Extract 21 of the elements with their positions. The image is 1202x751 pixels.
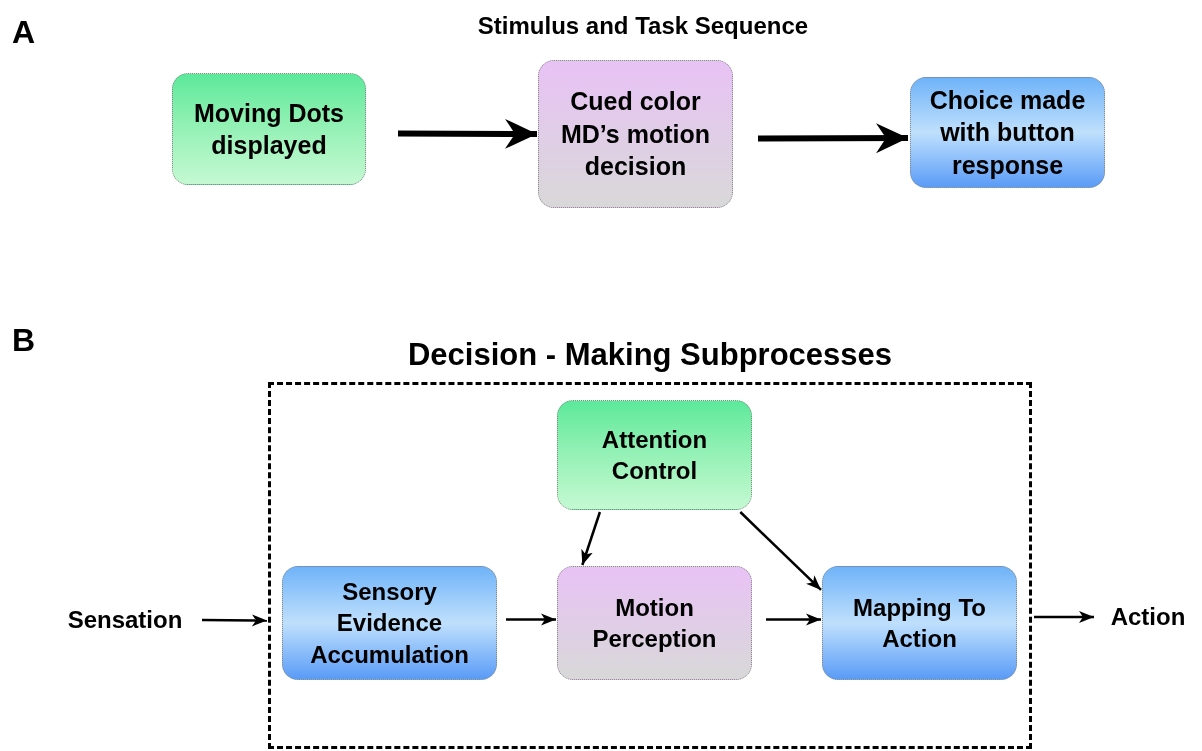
arrow: [202, 614, 267, 627]
panel-letter: A: [12, 13, 36, 52]
arrow: [398, 118, 537, 149]
panel-letter: B: [12, 321, 36, 360]
process-box: Sensory Evidence Accumulation: [282, 566, 497, 680]
arrow: [1034, 610, 1094, 623]
frame-heading: Decision - Making Subprocesses: [406, 336, 894, 374]
terminal-text: Action: [1096, 600, 1200, 634]
process-box: Attention Control: [557, 400, 752, 510]
arrow: [766, 613, 821, 626]
process-box: Moving Dots displayed: [172, 73, 366, 185]
arrow: [506, 613, 556, 626]
process-box: Motion Perception: [557, 566, 752, 680]
process-box: Choice made with button response: [910, 77, 1105, 188]
arrow: [581, 511, 602, 566]
arrow: [758, 123, 908, 154]
diagram-title: Stimulus and Task Sequence: [476, 11, 810, 41]
arrow: [739, 511, 822, 591]
terminal-text: Sensation: [50, 603, 200, 637]
process-box: Mapping To Action: [822, 566, 1017, 680]
process-box: Cued color MD’s motion decision: [538, 60, 733, 208]
